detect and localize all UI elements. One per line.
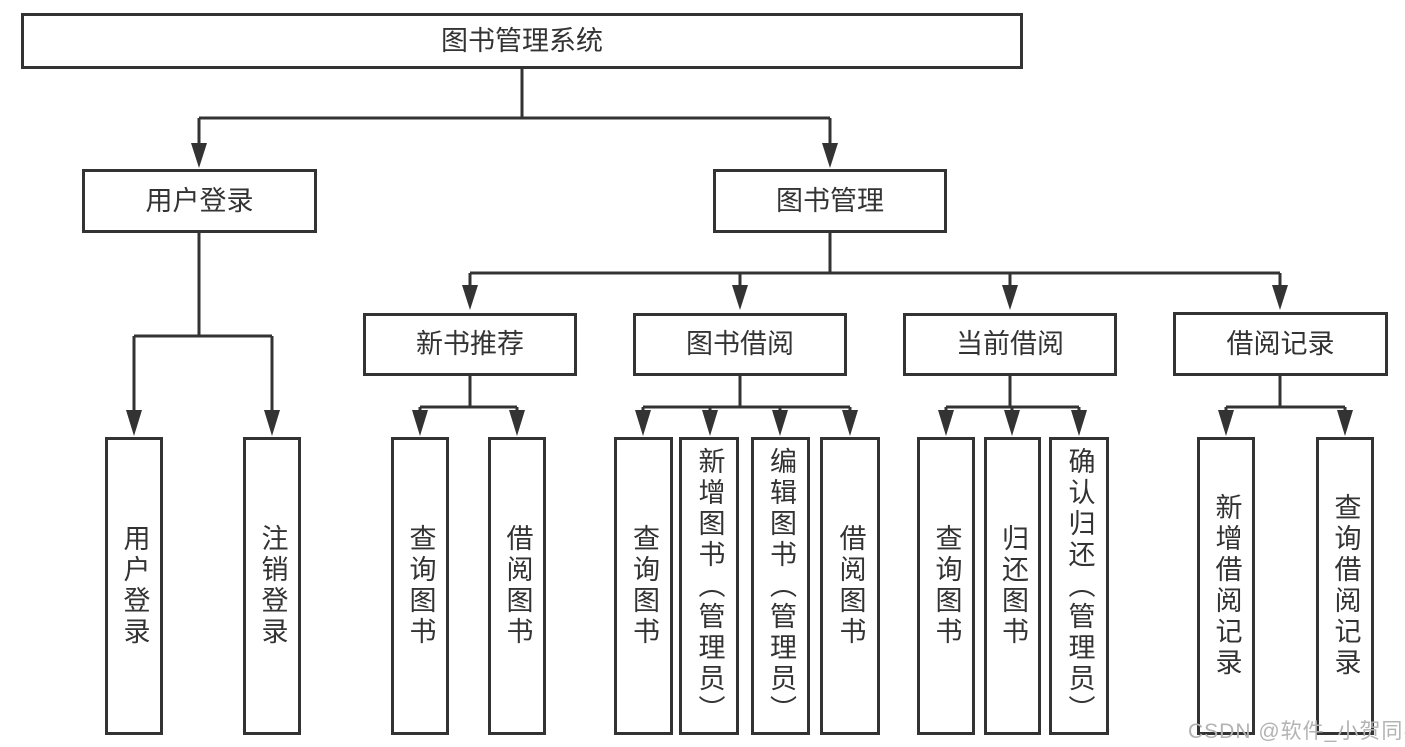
csdn-watermark: CSDN @软件_小贺同学	[1188, 720, 1405, 743]
leaf-add-books-admin: 新增图书（管理员）	[679, 437, 739, 735]
leaf-query-books-newrec: 查询图书	[391, 437, 449, 735]
leaf-query-books-borrow-label: 查询图书	[629, 524, 659, 648]
node-user-login: 用户登录	[82, 169, 317, 233]
edge-borrow-records-to-leaves	[1224, 376, 1347, 412]
edge-book-mgmt-to-level3	[468, 233, 1282, 287]
leaf-user-login-label: 用户登录	[119, 524, 150, 648]
leaf-query-books-newrec-label: 查询图书	[405, 524, 436, 648]
node-current-borrow: 当前借阅	[903, 313, 1117, 376]
leaf-borrow-books: 借阅图书	[820, 437, 880, 735]
edge-current-borrow-to-leaves	[944, 376, 1081, 412]
leaf-logout-label: 注销登录	[257, 524, 288, 648]
node-new-book-recommend-label: 新书推荐	[416, 329, 524, 359]
node-book-management: 图书管理	[713, 169, 947, 233]
leaf-confirm-return-admin-label: 确认归还（管理员）	[1064, 446, 1095, 726]
leaf-logout: 注销登录	[243, 437, 301, 735]
leaf-query-books-borrow: 查询图书	[614, 437, 673, 735]
node-user-login-label: 用户登录	[145, 185, 254, 216]
node-borrow-records: 借阅记录	[1173, 312, 1388, 376]
node-root-system: 图书管理系统	[21, 13, 1023, 69]
node-book-borrow: 图书借阅	[633, 313, 847, 376]
leaf-query-borrow-record-label: 查询借阅记录	[1330, 493, 1361, 679]
node-root-label: 图书管理系统	[441, 25, 603, 56]
node-borrow-records-label: 借阅记录	[1226, 328, 1335, 359]
leaf-query-borrow-record: 查询借阅记录	[1316, 437, 1374, 735]
leaf-add-borrow-record: 新增借阅记录	[1197, 437, 1255, 735]
leaf-edit-books-admin-label: 编辑图书（管理员）	[766, 446, 796, 726]
node-book-borrow-label: 图书借阅	[686, 329, 794, 359]
edge-user-login-to-leaves	[132, 233, 274, 412]
leaf-confirm-return-admin: 确认归还（管理员）	[1049, 437, 1109, 735]
leaf-borrow-books-label: 借阅图书	[835, 524, 866, 648]
leaf-add-books-admin-label: 新增图书（管理员）	[694, 446, 725, 726]
leaf-query-books-current: 查询图书	[917, 437, 975, 735]
edge-root-to-level2	[197, 69, 832, 146]
node-book-management-label: 图书管理	[776, 185, 884, 216]
leaf-add-borrow-record-label: 新增借阅记录	[1211, 493, 1242, 679]
leaf-borrow-books-newrec-label: 借阅图书	[502, 524, 533, 648]
leaf-return-books: 归还图书	[984, 437, 1041, 735]
edge-book-borrow-to-leaves	[641, 376, 852, 412]
leaf-borrow-books-newrec: 借阅图书	[488, 437, 546, 735]
node-current-borrow-label: 当前借阅	[956, 329, 1064, 359]
leaf-query-books-current-label: 查询图书	[931, 524, 962, 648]
leaf-user-login: 用户登录	[105, 437, 163, 735]
leaf-return-books-label: 归还图书	[998, 524, 1028, 648]
leaf-edit-books-admin: 编辑图书（管理员）	[751, 437, 810, 735]
node-new-book-recommend: 新书推荐	[363, 313, 577, 376]
edge-new-books-to-leaves	[418, 376, 519, 412]
